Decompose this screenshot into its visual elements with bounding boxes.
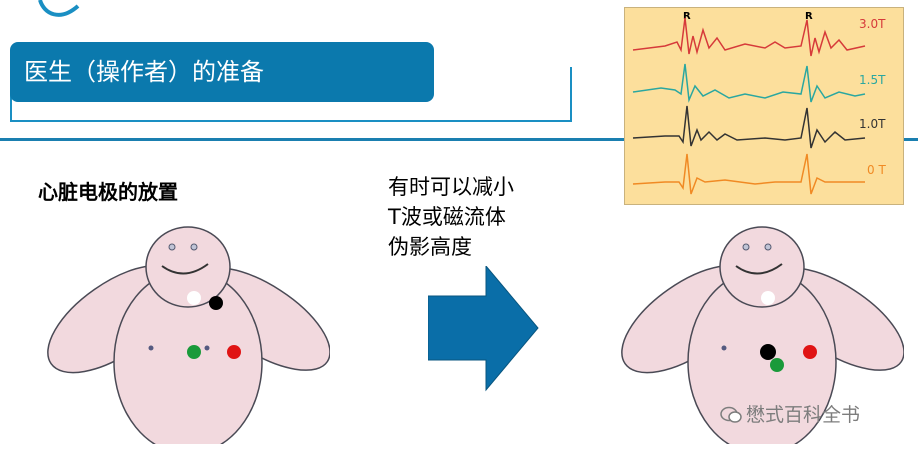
electrode-green xyxy=(770,358,784,372)
smile xyxy=(735,263,783,275)
watermark: 懋式百科全书 xyxy=(720,400,860,427)
right-arrow-icon xyxy=(428,266,539,392)
section-divider xyxy=(0,138,918,141)
trace-label-3-0t: 3.0T xyxy=(859,17,886,31)
electrode-black xyxy=(760,344,776,360)
r-label-1: R xyxy=(683,11,691,22)
trace-label-0t: 0 T xyxy=(867,163,886,177)
note-text: 有时可以减小 T波或磁流体 伪影高度 xyxy=(388,172,514,262)
section-label: 心脏电极的放置 xyxy=(38,180,178,204)
eye-left xyxy=(742,243,750,251)
eye-right xyxy=(190,243,198,251)
electrode-red xyxy=(803,345,817,359)
wechat-icon xyxy=(720,406,742,423)
electrode-red xyxy=(227,345,241,359)
eye-left xyxy=(168,243,176,251)
smile xyxy=(161,263,209,275)
trace-1-0t xyxy=(632,105,866,149)
trace-label-1-0t: 1.0T xyxy=(859,117,886,131)
r-label-2: R xyxy=(805,11,813,22)
electrode-black xyxy=(209,296,223,310)
electrode-green xyxy=(187,345,201,359)
head xyxy=(145,226,231,308)
head xyxy=(719,226,805,308)
nipple-left xyxy=(721,345,727,351)
electrode-placement-figure-right xyxy=(621,226,904,444)
note-line-2: T波或磁流体 xyxy=(388,205,506,229)
page-title: 医生（操作者）的准备 xyxy=(10,42,434,102)
trace-0t xyxy=(632,153,865,195)
decorative-loop-icon xyxy=(38,0,80,17)
electrode-placement-figure-left xyxy=(47,226,330,444)
trace-1-5t xyxy=(632,63,866,103)
note-line-3: 伪影高度 xyxy=(388,235,472,259)
watermark-text: 懋式百科全书 xyxy=(746,404,861,426)
eye-right xyxy=(764,243,772,251)
trace-label-1-5t: 1.5T xyxy=(859,73,886,87)
trace-3-0t xyxy=(632,17,866,57)
electrode-white xyxy=(187,291,201,305)
nipple-right xyxy=(204,345,210,351)
nipple-left xyxy=(148,345,154,351)
ecg-comparison-panel: R R 3.0T 1.5T 1.0T 0 T xyxy=(624,7,904,205)
electrode-white xyxy=(761,291,775,305)
ecg-traces: R R 3.0T 1.5T 1.0T 0 T xyxy=(632,11,886,195)
note-line-1: 有时可以减小 xyxy=(388,175,514,199)
